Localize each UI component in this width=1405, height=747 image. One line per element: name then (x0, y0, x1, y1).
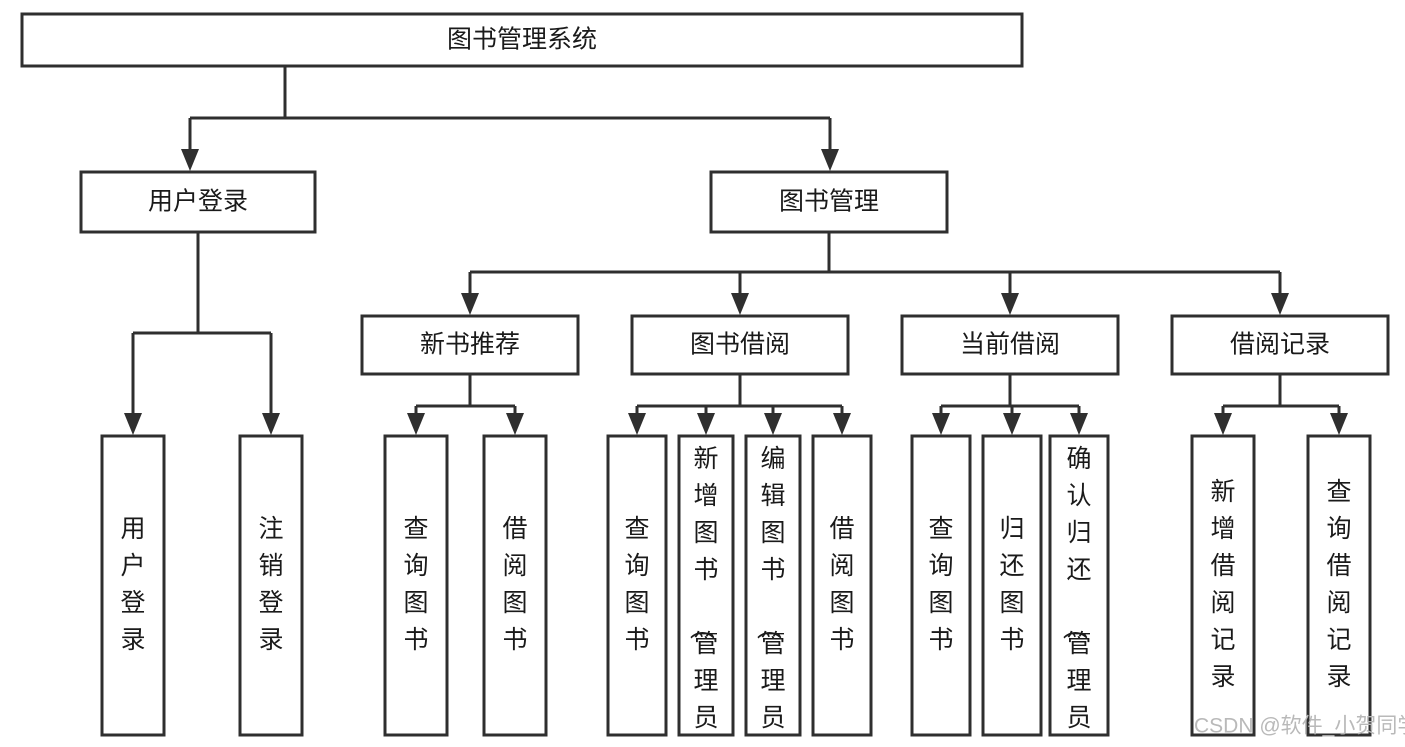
node-label-user-login: 用户登录 (148, 188, 248, 216)
node-box-current-borrow[interactable] (900, 314, 1120, 376)
node-label-root: 图书管理系统 (447, 26, 597, 54)
node-box-leaf-borrow-book-2[interactable] (811, 434, 873, 737)
node-borrow-record[interactable]: 借阅记录 (1170, 314, 1390, 376)
edge-arrowhead (932, 413, 950, 435)
node-label-leaf-borrow-book-2: 借阅图书 (829, 515, 854, 654)
node-label-leaf-query-book-1: 查询图书 (403, 515, 428, 654)
node-box-leaf-user-logout[interactable] (238, 434, 304, 737)
node-box-leaf-query-book-2[interactable] (606, 434, 668, 737)
node-leaf-edit-book[interactable]: 编辑图书（管理员） (744, 434, 802, 747)
edge-arrowhead (1271, 293, 1289, 315)
edge-arrowhead (181, 149, 199, 171)
node-box-leaf-query-book-3[interactable] (910, 434, 972, 737)
connector-group-user_login_bus (124, 232, 280, 435)
connector-group-current_borrow_bus (932, 374, 1088, 435)
edge-arrowhead (461, 293, 479, 315)
node-box-leaf-return-book[interactable] (981, 434, 1043, 737)
node-leaf-user-login[interactable]: 用户登录 (100, 434, 166, 737)
edge-arrowhead (124, 413, 142, 435)
node-leaf-add-record[interactable]: 新增借阅记录 (1190, 434, 1256, 737)
edge-arrowhead (1001, 293, 1019, 315)
edge-arrowhead (1003, 413, 1021, 435)
edge-arrowhead (1214, 413, 1232, 435)
node-label-leaf-user-logout: 注销登录 (258, 515, 283, 654)
node-leaf-query-book-3[interactable]: 查询图书 (910, 434, 972, 737)
node-label-leaf-query-book-3: 查询图书 (928, 515, 953, 654)
node-layer: 图书管理系统用户登录图书管理新书推荐图书借阅当前借阅借阅记录用户登录注销登录查询… (20, 12, 1390, 747)
node-leaf-query-book-2[interactable]: 查询图书 (606, 434, 668, 737)
node-label-leaf-return-book: 归还图书 (999, 515, 1024, 654)
node-label-borrow-record: 借阅记录 (1230, 331, 1330, 359)
node-label-leaf-user-login: 用户登录 (120, 515, 145, 654)
node-user-login[interactable]: 用户登录 (79, 170, 317, 234)
edge-arrowhead (407, 413, 425, 435)
node-leaf-confirm-return[interactable]: 确认归还（管理员） (1048, 434, 1110, 747)
node-label-leaf-query-book-2: 查询图书 (624, 515, 649, 654)
node-box-leaf-user-login[interactable] (100, 434, 166, 737)
node-label-leaf-query-record: 查询借阅记录 (1326, 478, 1351, 691)
edge-arrowhead (731, 293, 749, 315)
node-leaf-return-book[interactable]: 归还图书 (981, 434, 1043, 737)
node-book-manage[interactable]: 图书管理 (709, 170, 949, 234)
edge-arrowhead (1070, 413, 1088, 435)
edge-arrowhead (1330, 413, 1348, 435)
edge-arrowhead (697, 413, 715, 435)
edge-arrowhead (628, 413, 646, 435)
node-label-leaf-add-record: 新增借阅记录 (1210, 478, 1235, 691)
node-new-book-recommend[interactable]: 新书推荐 (360, 314, 580, 376)
connector-group-root_bus (181, 66, 839, 171)
node-label-leaf-add-book: 新增图书（管理员） (687, 445, 718, 747)
node-box-leaf-borrow-book-1[interactable] (482, 434, 548, 737)
connector-group-borrow_record_bus (1214, 374, 1348, 435)
edge-arrowhead (764, 413, 782, 435)
node-leaf-query-record[interactable]: 查询借阅记录 (1306, 434, 1372, 737)
node-box-leaf-edit-book[interactable] (744, 434, 802, 737)
connector-group-book_borrow_bus (628, 374, 851, 435)
node-box-book-manage[interactable] (709, 170, 949, 234)
connector-group-new_book_bus (407, 374, 524, 435)
node-box-leaf-query-record[interactable] (1306, 434, 1372, 737)
node-box-borrow-record[interactable] (1170, 314, 1390, 376)
node-leaf-user-logout[interactable]: 注销登录 (238, 434, 304, 737)
node-leaf-add-book[interactable]: 新增图书（管理员） (677, 434, 735, 747)
csdn-watermark: CSDN @软件_小贺同学 (1194, 715, 1405, 738)
node-label-leaf-confirm-return: 确认归还（管理员） (1060, 445, 1091, 747)
node-box-new-book-recommend[interactable] (360, 314, 580, 376)
node-label-book-manage: 图书管理 (779, 188, 879, 216)
node-box-user-login[interactable] (79, 170, 317, 234)
node-leaf-query-book-1[interactable]: 查询图书 (383, 434, 449, 737)
node-label-current-borrow: 当前借阅 (960, 331, 1060, 359)
node-label-book-borrow: 图书借阅 (690, 331, 790, 359)
node-box-leaf-query-book-1[interactable] (383, 434, 449, 737)
node-box-book-borrow[interactable] (630, 314, 850, 376)
node-label-new-book-recommend: 新书推荐 (420, 331, 520, 359)
node-root[interactable]: 图书管理系统 (20, 12, 1024, 68)
node-label-leaf-edit-book: 编辑图书（管理员） (754, 445, 785, 747)
edge-arrowhead (821, 149, 839, 171)
node-box-root[interactable] (20, 12, 1024, 68)
node-current-borrow[interactable]: 当前借阅 (900, 314, 1120, 376)
node-leaf-borrow-book-1[interactable]: 借阅图书 (482, 434, 548, 737)
node-label-leaf-borrow-book-1: 借阅图书 (502, 515, 527, 654)
edge-arrowhead (506, 413, 524, 435)
node-leaf-borrow-book-2[interactable]: 借阅图书 (811, 434, 873, 737)
node-box-leaf-add-book[interactable] (677, 434, 735, 737)
connector-layer (124, 66, 1348, 435)
node-book-borrow[interactable]: 图书借阅 (630, 314, 850, 376)
edge-arrowhead (833, 413, 851, 435)
node-box-leaf-confirm-return[interactable] (1048, 434, 1110, 737)
edge-arrowhead (262, 413, 280, 435)
node-box-leaf-add-record[interactable] (1190, 434, 1256, 737)
connector-group-book_manage_bus (461, 232, 1289, 315)
